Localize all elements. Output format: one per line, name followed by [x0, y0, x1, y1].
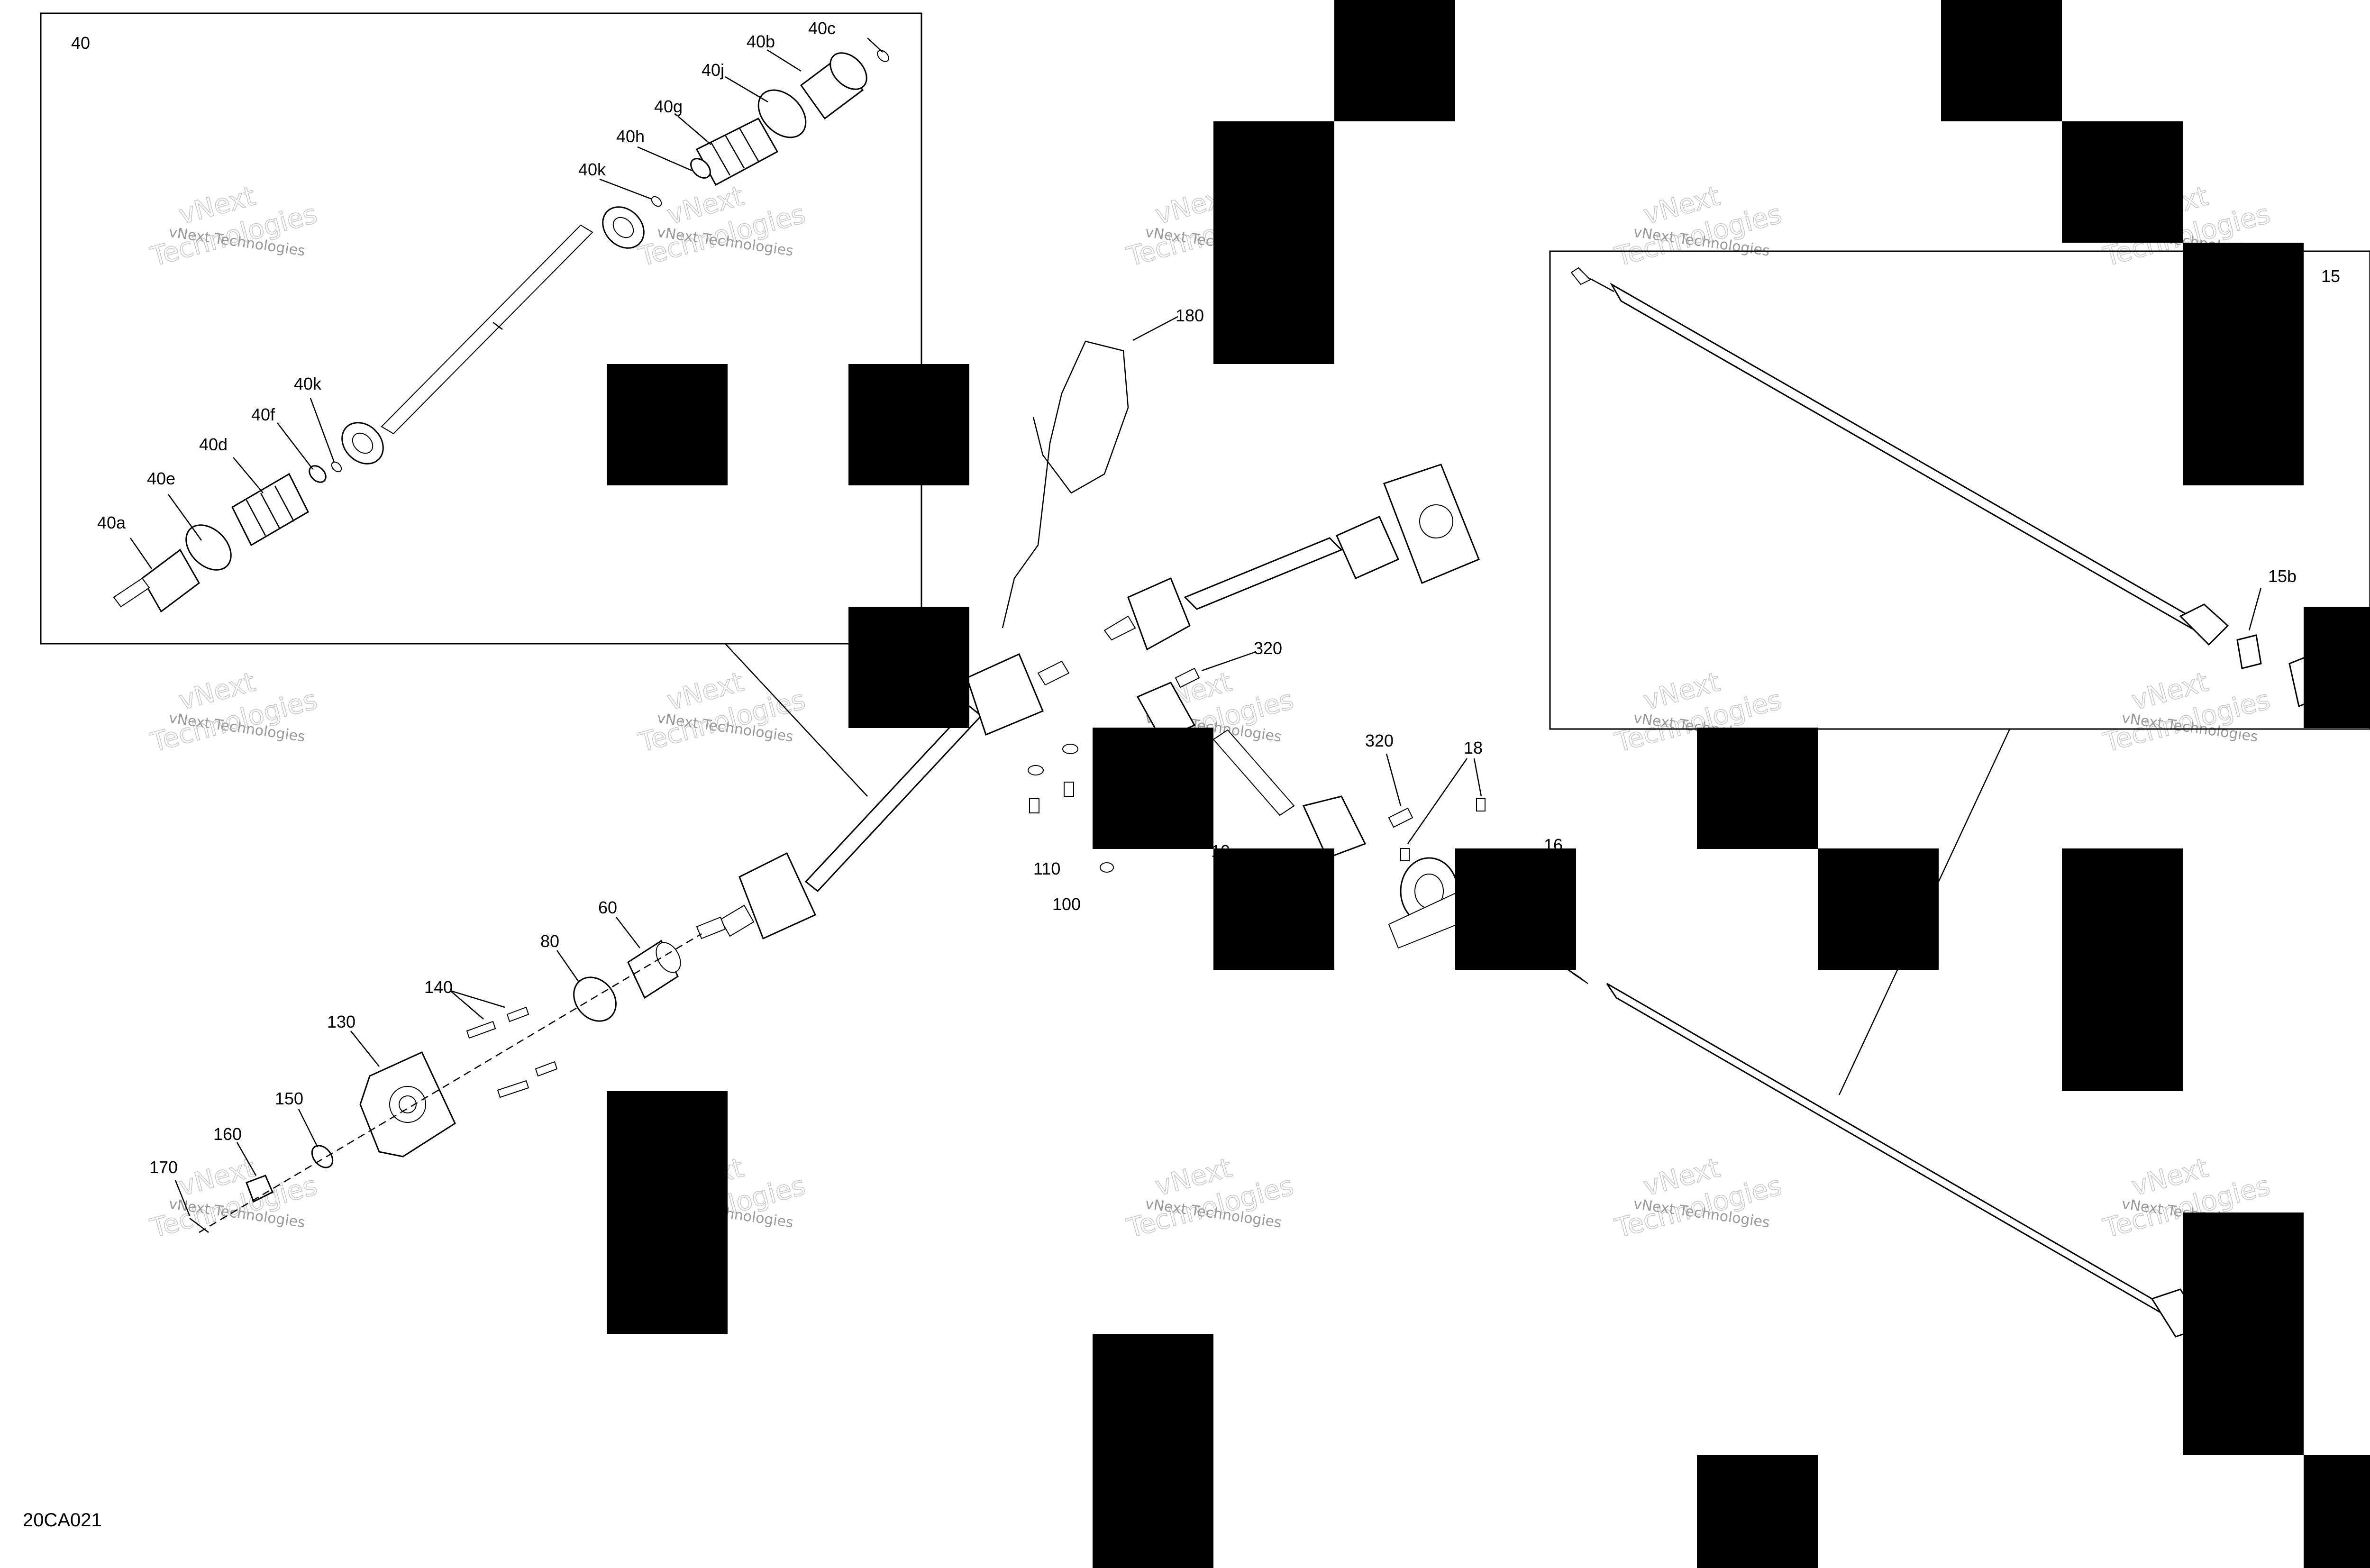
bolt-320-lower: 320 [1365, 731, 1413, 828]
label-18: 18 [1464, 738, 1483, 757]
label-15-inset: 15 [2321, 266, 2340, 286]
leader-40f [277, 422, 313, 470]
main-axle-shaft [696, 653, 1070, 940]
clamp-40e [185, 524, 232, 571]
bearing-60: 60 [598, 898, 681, 999]
label-40e: 40e [147, 469, 175, 488]
bolt-320-upper: 320 [1175, 638, 1282, 688]
redaction-blocks [607, 0, 2370, 1568]
leader-40k-lower [310, 398, 335, 463]
leader-40k-upper [599, 178, 652, 200]
inner-joint-40k-upper [602, 206, 645, 249]
bolts-18: 18 [1400, 738, 1486, 861]
label-15b: 15b [2268, 566, 2297, 586]
label-320-upper: 320 [1254, 638, 1282, 658]
boot-40d [231, 473, 309, 547]
label-170: 170 [149, 1158, 178, 1177]
drive-shaft-15 [1570, 267, 2229, 646]
label-40f: 40f [251, 405, 275, 424]
clamp-40j [757, 89, 807, 138]
leader-40g [677, 116, 711, 145]
circlip-80: 80 [540, 931, 617, 1022]
cv-joint-40a [113, 548, 200, 613]
cv-joint-40b [800, 52, 867, 120]
label-180: 180 [1176, 306, 1204, 325]
label-40b: 40b [747, 32, 775, 51]
inner-joint-40k-lower [341, 422, 384, 465]
label-110: 110 [1033, 859, 1060, 878]
ring-40k-lower [331, 461, 342, 473]
label-40k-lower: 40k [294, 374, 322, 393]
label-60: 60 [598, 898, 617, 917]
inset-box-40: 40 [40, 12, 922, 645]
label-40: 40 [71, 33, 90, 53]
label-40k-upper: 40k [578, 160, 606, 179]
leader-40b [766, 49, 802, 72]
label-160: 160 [213, 1124, 242, 1144]
label-320-lower: 320 [1365, 731, 1394, 750]
callout-line-40 [725, 643, 868, 797]
leader-40c [867, 37, 883, 53]
leader-40e [167, 494, 202, 541]
label-40g: 40g [654, 97, 683, 116]
label-40a: 40a [97, 513, 126, 532]
rear-drive-shaft [1564, 966, 2206, 1338]
leader-40j [725, 76, 768, 103]
clamp-40f [309, 465, 327, 483]
leader-40d [233, 457, 264, 493]
clamp-40h [690, 158, 711, 179]
nut-160: 160 [213, 1124, 273, 1203]
bolts-140: 140 [424, 977, 558, 1098]
washer-150: 150 [275, 1089, 334, 1168]
ring-40k-upper [651, 196, 662, 207]
leader-15b [2248, 587, 2262, 631]
label-150: 150 [275, 1089, 303, 1108]
label-140: 140 [424, 977, 453, 997]
front-axle-assembly [1103, 464, 1480, 651]
leader-40h [637, 146, 693, 172]
label-100: 100 [1052, 894, 1081, 914]
ring-40c [877, 50, 889, 62]
fasteners-110-100: 110 100 [1028, 744, 1114, 914]
tube-180: 180 [1002, 306, 1204, 629]
cotter-pin-170: 170 [149, 1158, 209, 1233]
centerline [199, 933, 702, 1233]
label-40j: 40j [702, 60, 724, 80]
u-joint-cross-15b [2236, 587, 2262, 669]
wheel-hub-130: 130 [327, 1012, 456, 1158]
leader-40a [129, 538, 153, 569]
label-40c: 40c [808, 18, 836, 38]
prop-shaft-10: 10 [1136, 682, 1367, 861]
label-130: 130 [327, 1012, 356, 1031]
label-40d: 40d [199, 435, 228, 454]
label-40h: 40h [616, 127, 645, 146]
label-80: 80 [540, 931, 559, 951]
drawing-code: 20CA021 [23, 1510, 102, 1531]
axle-shaft-40 [381, 224, 593, 435]
